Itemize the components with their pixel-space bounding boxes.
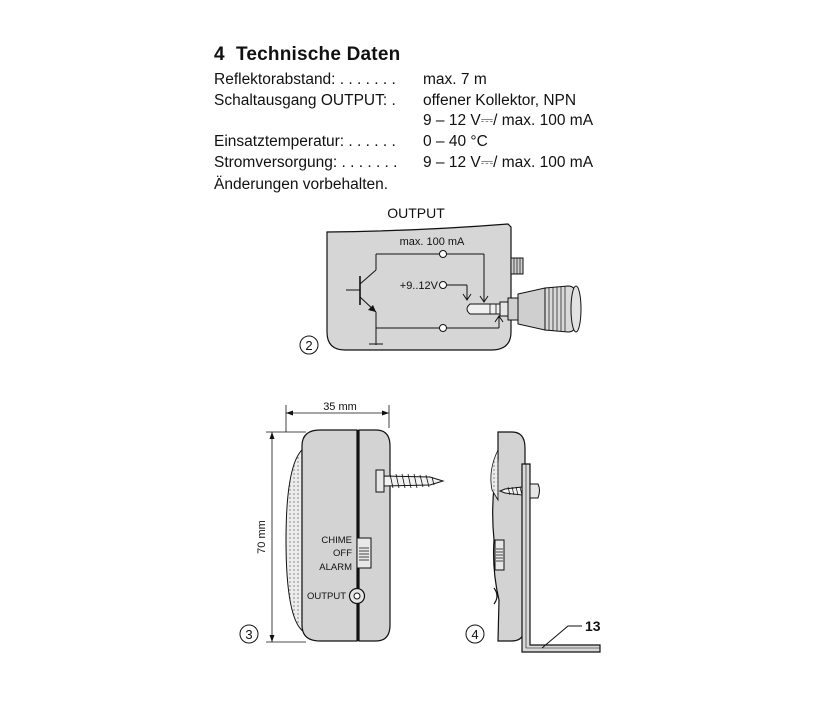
figure-3-number-badge — [239, 624, 259, 644]
bracket-screw-icon — [498, 483, 540, 499]
section-title: Technische Daten — [236, 44, 401, 65]
spec-label: Schaltausgang OUTPUT: . — [214, 92, 396, 109]
circuit-wiring — [346, 250, 504, 345]
front-housing — [301, 429, 358, 642]
width-dimension — [285, 405, 390, 432]
mode-selector-switch — [356, 537, 372, 569]
height-dimension-label: 70 mm — [256, 520, 268, 554]
max-current-label: max. 100 mA — [400, 236, 465, 248]
transistor-emitter-arrow — [368, 305, 376, 312]
figure-4-number: 4 — [471, 627, 478, 642]
output-jack-label: OUTPUT — [307, 591, 346, 602]
callout-number: 13 — [585, 618, 601, 634]
change-note: Änderungen vorbehalten. — [214, 176, 389, 193]
mounting-bracket — [521, 463, 601, 653]
section-number: 4 — [214, 44, 225, 65]
section-heading: 4 Technische Daten — [214, 44, 400, 66]
device-housing-cutaway — [326, 223, 512, 351]
figure-4-bracket-mount: 13 4 — [465, 431, 601, 653]
jack-plug-icon — [466, 285, 582, 333]
figure-2-output-circuit: OUTPUT — [299, 205, 582, 355]
spec-value: 9 – 12 V⎓/ max. 100 mA — [423, 154, 594, 171]
figure-3-side-view: 35 mm 70 mm CHIME OFF ALARM — [239, 401, 445, 644]
spec-value: max. 7 m — [423, 71, 487, 88]
width-dimension-label: 35 mm — [323, 401, 357, 413]
figure-2-title: OUTPUT — [387, 205, 445, 221]
screw-icon — [375, 469, 445, 493]
switch-label-off: OFF — [333, 548, 352, 559]
figure-4-number-badge — [465, 624, 485, 644]
spec-label: Reflektorabstand: . . . . . . . — [214, 71, 396, 88]
figure-2-number: 2 — [305, 338, 312, 353]
spec-value: offener Kollektor, NPN — [423, 92, 577, 109]
supply-voltage-label: +9..12V — [400, 280, 439, 292]
switch-label-alarm: ALARM — [319, 562, 352, 573]
device-side-body — [492, 431, 526, 642]
figure-3-number: 3 — [245, 627, 252, 642]
callout-leader — [541, 625, 582, 649]
spec-label: Einsatztemperatur: . . . . . . — [214, 133, 396, 150]
spec-value: 9 – 12 V⎓/ max. 100 mA — [423, 112, 594, 129]
lens-grille — [285, 446, 305, 633]
spec-value: 0 – 40 °C — [423, 133, 488, 150]
back-housing — [358, 429, 391, 642]
spec-label: Stromversorgung: . . . . . . . — [214, 154, 398, 171]
figure-2-number-badge — [299, 335, 319, 355]
switch-label-chime: CHIME — [321, 535, 352, 546]
height-dimension — [266, 431, 306, 643]
